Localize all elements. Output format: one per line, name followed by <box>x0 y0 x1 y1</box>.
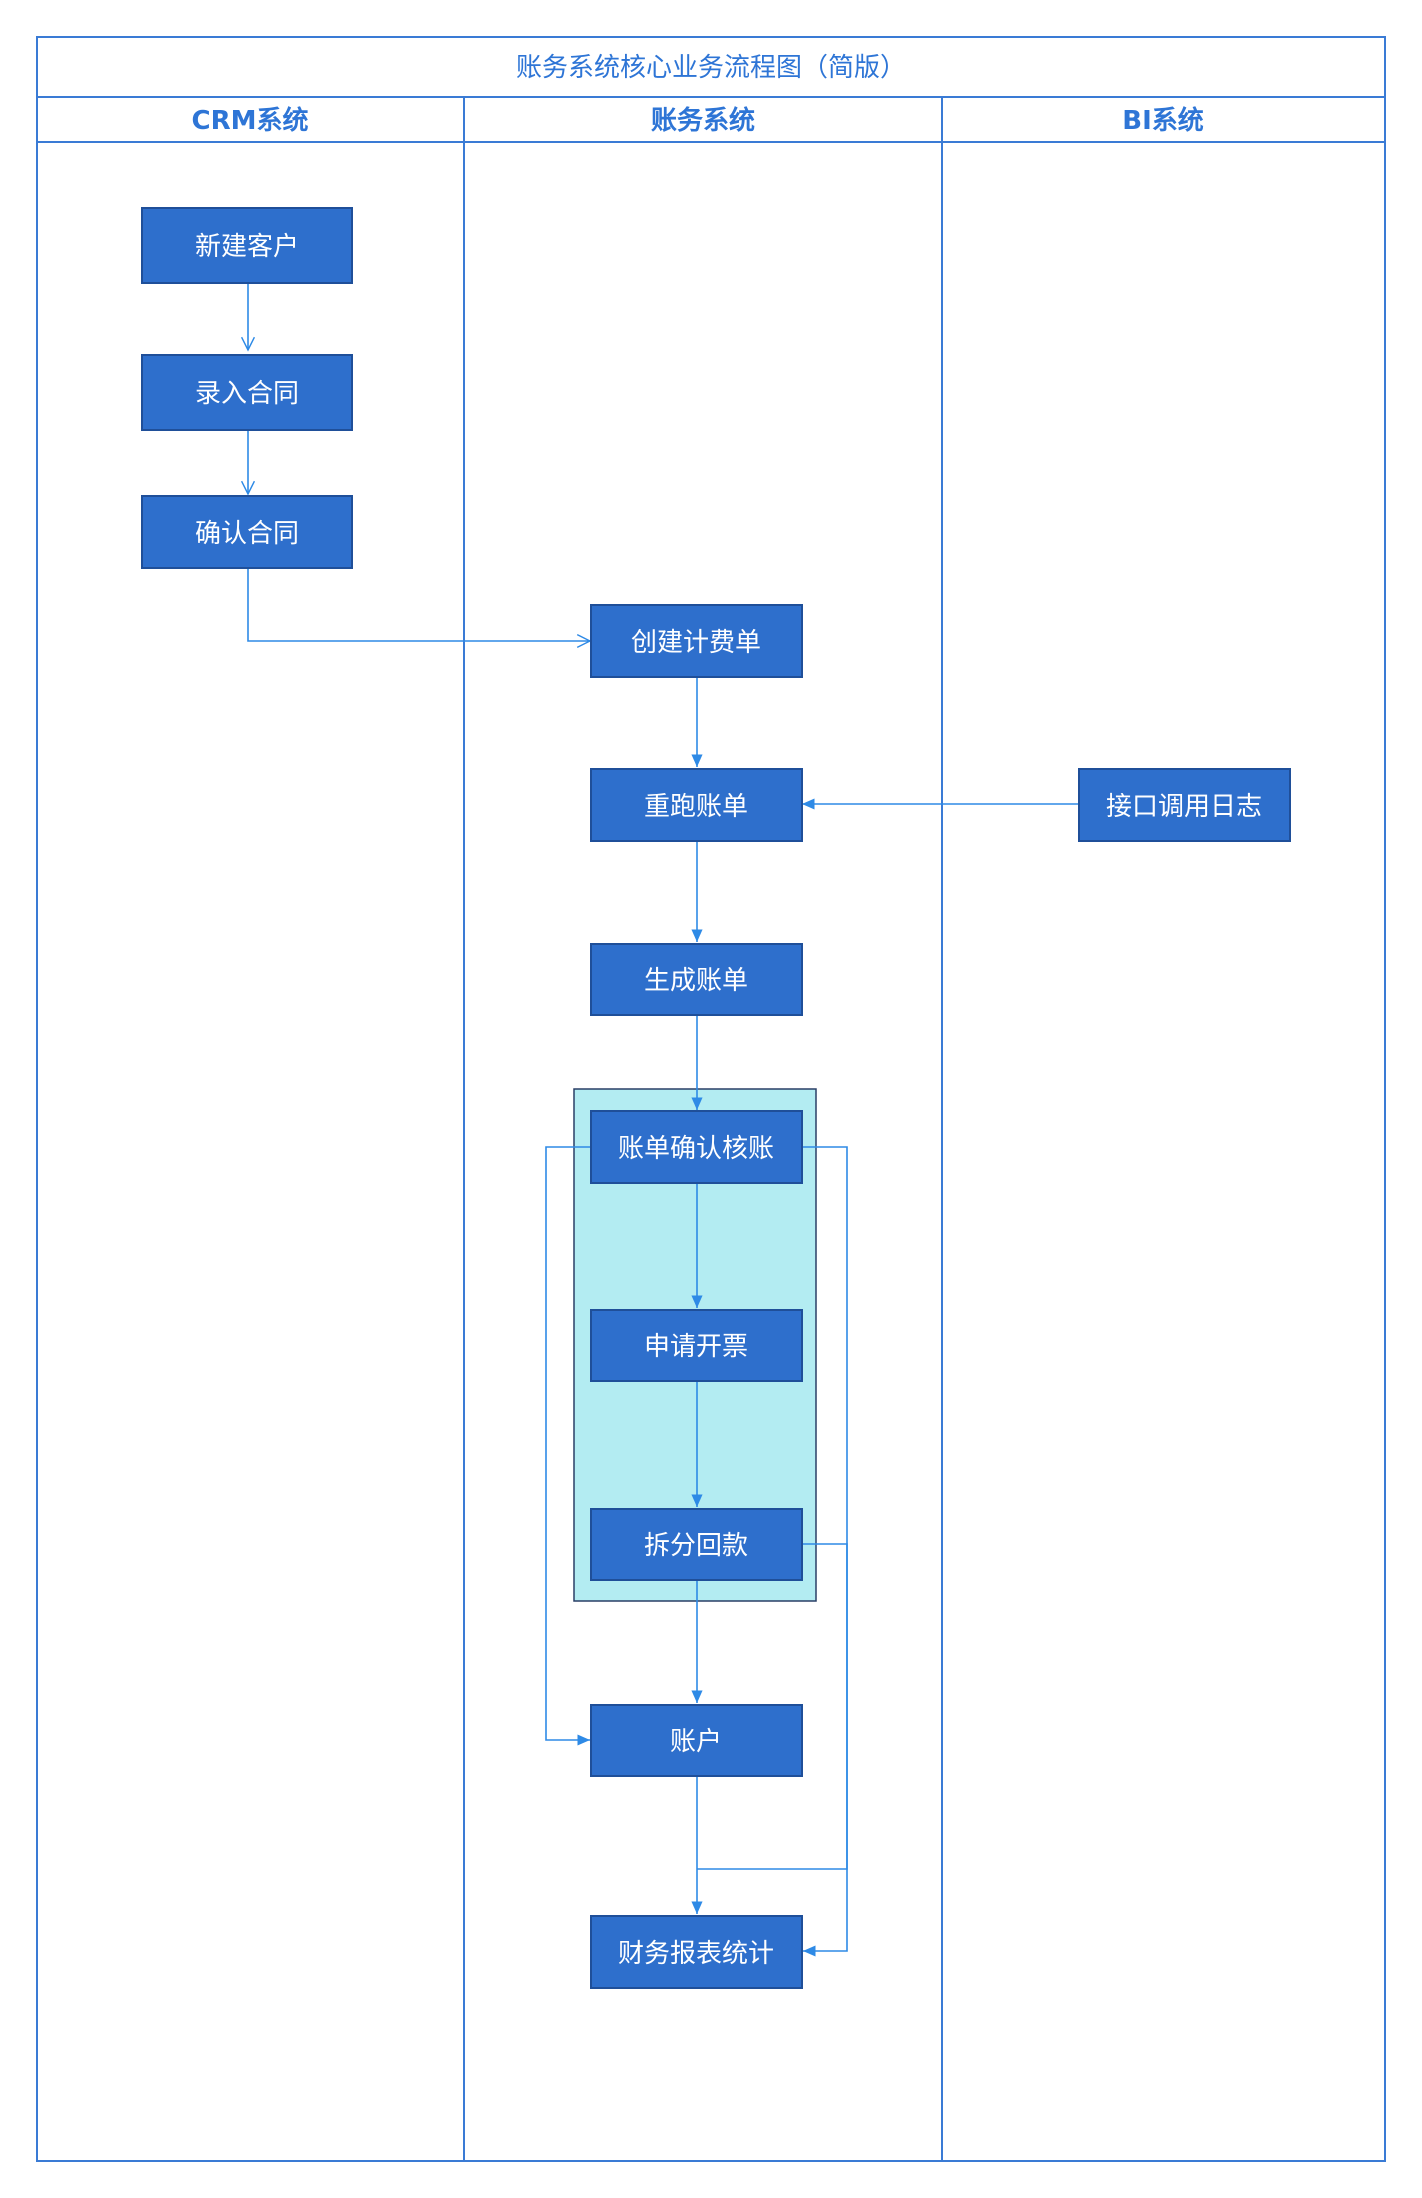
node-finance-report[interactable]: 财务报表统计 <box>590 1915 803 1989</box>
node-enter-contract[interactable]: 录入合同 <box>141 354 353 431</box>
lane-header-billing: 账务系统 <box>651 105 755 136</box>
node-api-log-label: 接口调用日志 <box>1106 792 1262 822</box>
node-bill-reconcile-label: 账单确认核账 <box>618 1134 774 1164</box>
edge-bill-reconcile-to-account <box>545 1146 590 1746</box>
node-finance-report-label: 财务报表统计 <box>618 1939 774 1969</box>
edge-bill-reconcile-to-finance-report <box>803 1146 848 1957</box>
node-new-customer[interactable]: 新建客户 <box>141 207 353 284</box>
node-apply-invoice[interactable]: 申请开票 <box>590 1309 803 1382</box>
diagram-title: 账务系统核心业务流程图（简版） <box>516 53 906 83</box>
node-account-label: 账户 <box>670 1727 722 1757</box>
node-rerun-bill[interactable]: 重跑账单 <box>590 768 803 842</box>
node-create-charge[interactable]: 创建计费单 <box>590 604 803 678</box>
swimlane-frame <box>36 36 1386 2162</box>
node-new-customer-label: 新建客户 <box>195 232 299 262</box>
edge-confirm-contract-to-create-charge <box>247 568 592 649</box>
flow-edges <box>240 283 1078 1957</box>
node-enter-contract-label: 录入合同 <box>195 379 299 409</box>
flow-nodes: 新建客户 录入合同 确认合同 创建计费单 重跑账单 接口调用日志 生成账单 账 <box>141 207 1291 1989</box>
lane-header-crm: CRM系统 <box>192 105 309 136</box>
lane-header-bi: BI系统 <box>1122 105 1204 136</box>
node-generate-bill[interactable]: 生成账单 <box>590 943 803 1016</box>
node-account[interactable]: 账户 <box>590 1704 803 1777</box>
node-confirm-contract-label: 确认合同 <box>195 519 299 549</box>
node-rerun-bill-label: 重跑账单 <box>644 792 748 822</box>
node-api-log[interactable]: 接口调用日志 <box>1078 768 1291 842</box>
node-split-payment-label: 拆分回款 <box>644 1531 748 1561</box>
node-split-payment[interactable]: 拆分回款 <box>590 1508 803 1581</box>
node-apply-invoice-label: 申请开票 <box>644 1332 748 1362</box>
node-confirm-contract[interactable]: 确认合同 <box>141 495 353 569</box>
node-create-charge-label: 创建计费单 <box>631 628 761 658</box>
node-generate-bill-label: 生成账单 <box>644 966 748 996</box>
node-bill-reconcile[interactable]: 账单确认核账 <box>590 1110 803 1184</box>
